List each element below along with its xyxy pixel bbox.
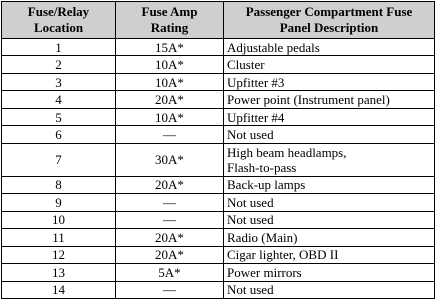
description-line: Cigar lighter, OBD II [227, 247, 339, 263]
location-cell: 8 [1, 175, 116, 195]
header-line: Rating [150, 20, 189, 35]
description-line: Upfitter #4 [227, 109, 285, 125]
description-cell: Adjustable pedals [223, 37, 435, 57]
description-cell: Power point (Instrument panel) [223, 90, 435, 109]
description-cell: Cigar lighter, OBD II [223, 245, 435, 265]
amp-rating-cell: — [115, 193, 224, 212]
description-line: Cluster [227, 57, 265, 73]
amp-rating-cell: — [115, 125, 224, 144]
description-line: Not used [227, 212, 274, 228]
description-line: Power mirrors [227, 264, 302, 280]
description-cell: Not used [223, 193, 435, 212]
table-row: 14—Not used [1, 280, 435, 299]
location-cell: 2 [1, 55, 116, 74]
amp-rating-cell: 10A* [115, 107, 224, 127]
amp-rating-cell: 15A* [115, 37, 224, 57]
amp-rating-cell: — [115, 210, 224, 230]
description-line: Upfitter #3 [227, 74, 285, 90]
amp-rating-cell: 10A* [115, 55, 224, 74]
amp-rating-cell: 20A* [115, 90, 224, 109]
location-cell: 10 [1, 210, 116, 230]
location-cell: 4 [1, 90, 116, 109]
table-row: 6—Not used [1, 125, 435, 144]
description-cell: Not used [223, 210, 435, 230]
header-line: Fuse Amp [141, 4, 198, 19]
description-cell: Upfitter #4 [223, 107, 435, 127]
location-cell: 5 [1, 107, 116, 127]
location-cell: 3 [1, 72, 116, 92]
description-cell: Upfitter #3 [223, 72, 435, 92]
header-description: Passenger Compartment Fuse Panel Descrip… [223, 1, 435, 39]
amp-rating-cell: 20A* [115, 228, 224, 247]
header-line: Passenger Compartment Fuse [245, 4, 413, 19]
amp-rating-cell: 20A* [115, 175, 224, 195]
table-header: Fuse/Relay Location Fuse Amp Rating Pass… [1, 1, 435, 39]
description-cell: Cluster [223, 55, 435, 74]
description-line: Not used [227, 194, 274, 210]
location-cell: 11 [1, 228, 116, 247]
description-line: Flash-to-pass [227, 159, 297, 175]
location-cell: 6 [1, 125, 116, 144]
location-cell: 9 [1, 193, 116, 212]
amp-rating-cell: 20A* [115, 245, 224, 265]
location-cell: 14 [1, 280, 116, 299]
amp-rating-cell: 30A* [115, 142, 224, 177]
header-row: Fuse/Relay Location Fuse Amp Rating Pass… [1, 1, 435, 39]
table-row: 9—Not used [1, 193, 435, 212]
header-line: Location [33, 20, 84, 35]
location-cell: 13 [1, 263, 116, 282]
location-cell: 7 [1, 142, 116, 177]
description-line: Adjustable pedals [227, 39, 320, 55]
table-row: 10—Not used [1, 210, 435, 230]
location-cell: 12 [1, 245, 116, 265]
description-line: Power point (Instrument panel) [227, 92, 390, 108]
header-line: Fuse/Relay [27, 4, 90, 19]
description-cell: Not used [223, 280, 435, 299]
location-cell: 1 [1, 37, 116, 57]
header-amp-rating: Fuse Amp Rating [115, 1, 224, 39]
description-line: High beam headlamps, [227, 144, 347, 160]
amp-rating-cell: 10A* [115, 72, 224, 92]
description-line: Not used [227, 282, 274, 298]
description-cell: High beam headlamps,Flash-to-pass [223, 142, 435, 177]
amp-rating-cell: — [115, 280, 224, 299]
header-location: Fuse/Relay Location [1, 1, 116, 39]
description-cell: Not used [223, 125, 435, 144]
description-cell: Power mirrors [223, 263, 435, 282]
description-line: Radio (Main) [227, 229, 298, 245]
description-line: Not used [227, 127, 274, 143]
amp-rating-cell: 5A* [115, 263, 224, 282]
description-cell: Radio (Main) [223, 228, 435, 247]
description-cell: Back-up lamps [223, 175, 435, 195]
header-line: Panel Description [279, 20, 379, 35]
description-line: Back-up lamps [227, 177, 306, 193]
